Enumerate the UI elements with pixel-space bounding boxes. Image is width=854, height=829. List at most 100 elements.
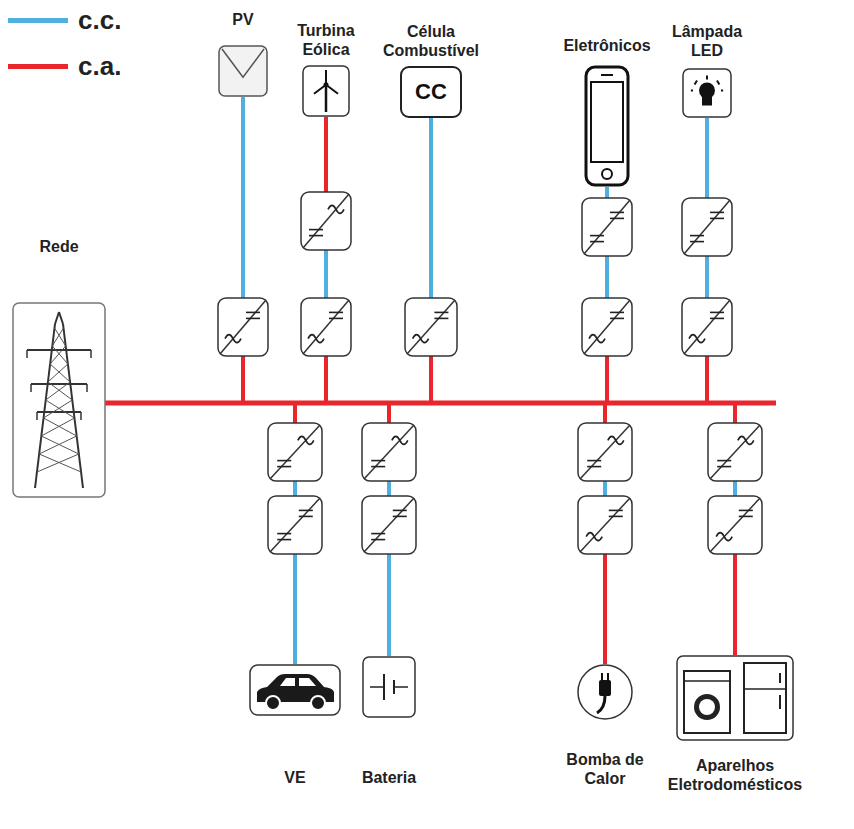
ac-symbol xyxy=(298,436,314,444)
dc-symbol xyxy=(690,241,704,243)
converter-box xyxy=(405,298,457,356)
dc-symbol xyxy=(299,516,313,518)
tower-lattice xyxy=(46,382,70,400)
converter-diagonal xyxy=(303,194,349,248)
phone-speaker xyxy=(601,74,613,76)
converter-box xyxy=(582,198,632,256)
dc-wire xyxy=(387,554,391,656)
converter xyxy=(578,496,632,554)
ac-wire xyxy=(293,403,297,423)
dc-symbol xyxy=(590,235,604,237)
box-text: CC xyxy=(415,79,447,105)
device-node: PV xyxy=(218,45,268,97)
tower-leg xyxy=(59,312,63,324)
dc-symbol xyxy=(246,318,260,320)
ac-wire xyxy=(733,554,737,655)
pump-icon xyxy=(577,664,633,720)
dc-symbol xyxy=(309,229,323,231)
dc-symbol xyxy=(393,510,407,512)
plug-prong xyxy=(607,673,609,680)
dc-symbol xyxy=(590,241,604,243)
insulator xyxy=(86,384,88,392)
icon-frame xyxy=(303,66,349,116)
battery-plate xyxy=(383,674,385,700)
ac-wire xyxy=(429,356,433,403)
washer-body xyxy=(684,671,730,733)
bulb-ray xyxy=(721,90,723,92)
converter-box xyxy=(362,496,416,554)
dc-symbol xyxy=(371,533,385,535)
device-label: Lâmpada LED xyxy=(665,22,750,60)
tower-lattice xyxy=(37,454,79,472)
fridge-handle xyxy=(779,695,781,709)
converter-diagonal xyxy=(364,498,414,552)
ac-symbol xyxy=(586,533,602,541)
converter-diagonal xyxy=(584,200,630,254)
ac-wire xyxy=(603,403,607,423)
insulator xyxy=(30,384,32,392)
tower-leg xyxy=(63,324,83,488)
converter-diagonal xyxy=(407,300,455,354)
insulator xyxy=(90,350,92,358)
dc-symbol xyxy=(609,516,623,518)
converter-box xyxy=(708,423,762,481)
ac-wire xyxy=(241,356,245,403)
icon-frame xyxy=(683,69,731,117)
converter-diagonal xyxy=(303,300,349,354)
converter-box xyxy=(578,423,632,481)
converter xyxy=(268,423,322,481)
converter-diagonal xyxy=(584,300,630,354)
dc-wire xyxy=(293,481,297,496)
dc-wire xyxy=(603,481,607,496)
legend-text: c.a. xyxy=(78,51,121,81)
converter xyxy=(362,496,416,554)
tower-lattice xyxy=(52,328,63,346)
ac-wire xyxy=(324,356,328,403)
device-label: Rede xyxy=(39,237,78,256)
dc-symbol xyxy=(371,539,385,541)
ac-wire xyxy=(603,554,607,664)
ac-symbol xyxy=(413,335,429,343)
device-label: Eletrônicos xyxy=(563,36,650,55)
dc-symbol xyxy=(610,218,624,220)
converter-box xyxy=(218,298,268,356)
converter xyxy=(218,298,268,356)
car-window xyxy=(280,678,295,686)
tower-arm xyxy=(37,411,81,413)
converter-box xyxy=(268,496,322,554)
device-label: PV xyxy=(232,10,253,29)
converter-diagonal xyxy=(684,300,730,354)
pv-line xyxy=(222,49,264,77)
converter xyxy=(708,423,762,481)
led-icon xyxy=(682,68,732,118)
converter-box xyxy=(362,423,416,481)
dc-symbol xyxy=(329,318,343,320)
dc-symbol xyxy=(277,539,291,541)
dc-symbol xyxy=(739,510,753,512)
converter-diagonal xyxy=(270,425,320,479)
insulator xyxy=(26,350,28,358)
dc-wire xyxy=(705,118,709,198)
dc-symbol xyxy=(371,466,385,468)
tower-icon xyxy=(12,302,106,498)
dc-symbol xyxy=(587,466,601,468)
car-icon xyxy=(249,664,341,716)
bulb-ray xyxy=(706,76,708,80)
ac-symbol xyxy=(738,436,754,444)
tower-lattice xyxy=(39,436,77,454)
ac-symbol xyxy=(589,335,605,343)
phone-screen xyxy=(591,82,623,162)
converter-diagonal xyxy=(220,300,266,354)
dc-symbol xyxy=(710,218,724,220)
device-node: VE xyxy=(249,664,341,716)
dc-symbol xyxy=(434,312,448,314)
ac-symbol xyxy=(608,436,624,444)
device-node: Eletrônicos xyxy=(584,65,630,187)
icon-frame xyxy=(363,657,415,717)
bulb-ray xyxy=(717,81,719,85)
dc-symbol xyxy=(609,510,623,512)
fridge-body xyxy=(744,663,786,733)
tower-lattice xyxy=(44,418,77,436)
wind-icon xyxy=(302,65,350,117)
ac-wire xyxy=(387,403,391,423)
